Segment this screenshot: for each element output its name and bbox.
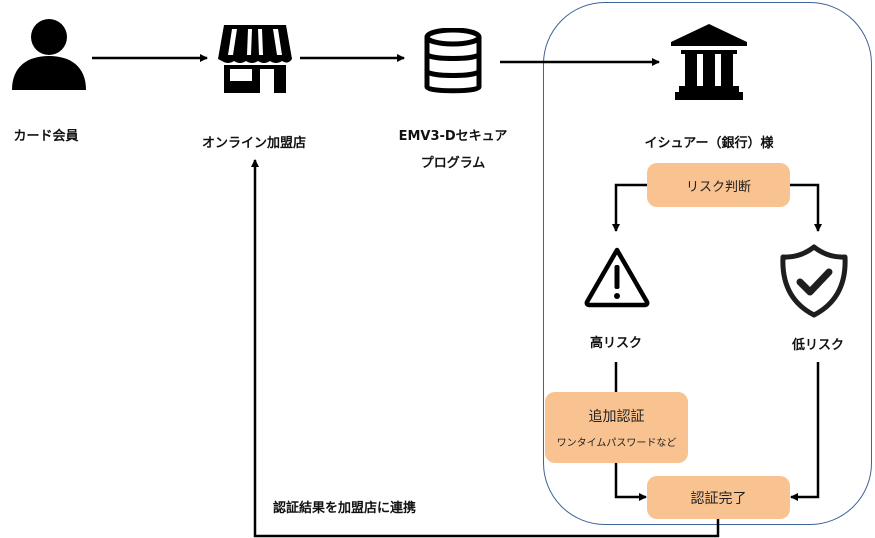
arrow-additional-to-complete [614, 463, 647, 501]
risk-assessment-label: リスク判断 [685, 179, 751, 195]
warning-icon [584, 247, 650, 308]
auth-complete-box: 認証完了 [647, 476, 790, 519]
bank-icon [671, 24, 747, 100]
additional-auth-label: 追加認証 [588, 409, 645, 425]
database-icon [424, 28, 482, 94]
arrow-risk-to-low [790, 183, 822, 232]
issuer-container [543, 2, 872, 525]
merchant-label: オンライン加盟店 [201, 136, 307, 151]
emv3ds-label-line1: EMV3-Dセキュア [398, 129, 508, 144]
emv3ds-label-line2: プログラム [420, 156, 486, 171]
risk-assessment-box: リスク判断 [647, 163, 790, 207]
shield-check-icon [780, 244, 848, 318]
high-risk-label: 高リスク [589, 336, 643, 351]
person-icon [12, 19, 86, 90]
arrow-risk-to-high [612, 183, 647, 232]
additional-auth-sublabel: ワンタイムパスワードなど [556, 438, 677, 449]
arrow-complete-to-merchant [251, 159, 720, 538]
additional-auth-box: 追加認証 ワンタイムパスワードなど [545, 392, 688, 463]
issuer-label: イシュアー（銀行）様 [644, 136, 774, 151]
cardholder-label: カード会員 [13, 129, 79, 144]
return-edge-label: 認証結果を加盟店に連携 [273, 501, 417, 516]
auth-complete-label: 認証完了 [690, 490, 747, 507]
storefront-icon [218, 25, 292, 93]
arrow-low-to-complete [790, 362, 820, 501]
low-risk-label: 低リスク [791, 338, 845, 353]
